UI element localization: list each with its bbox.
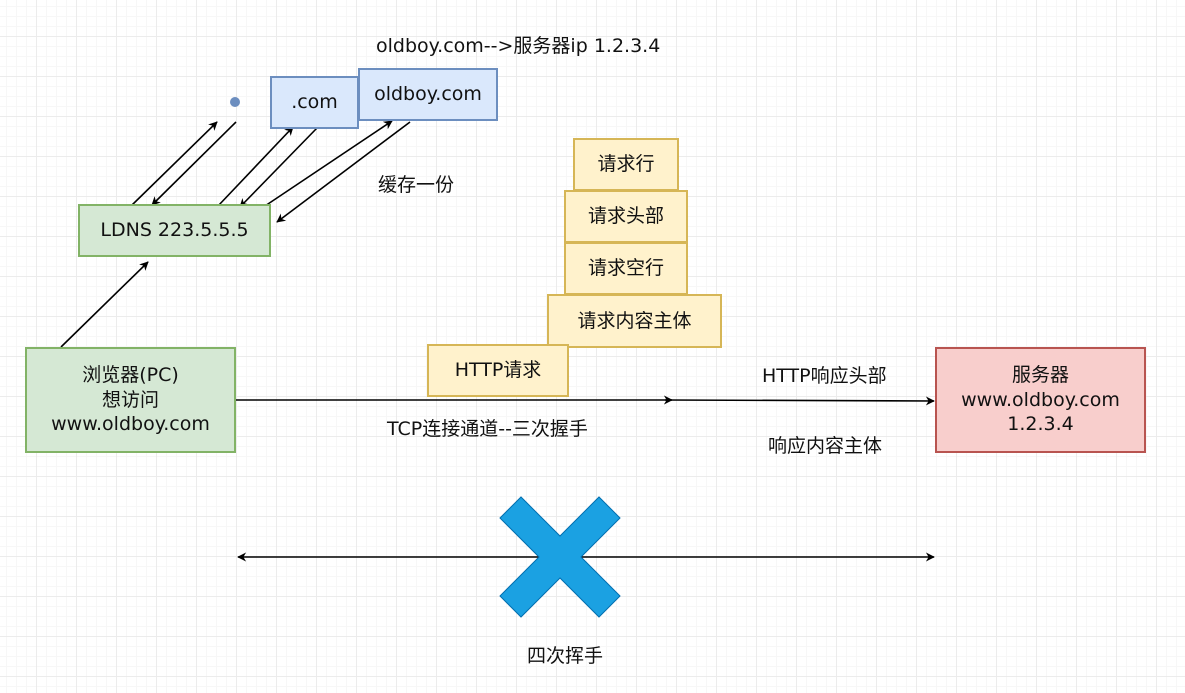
request-body-node: 请求内容主体 bbox=[547, 294, 722, 348]
root-dot bbox=[230, 97, 240, 107]
oldboy-label: oldboy.com bbox=[374, 83, 482, 106]
ldns-label: LDNS 223.5.5.5 bbox=[100, 219, 249, 242]
server-node: 服务器 www.oldboy.com 1.2.3.4 bbox=[935, 347, 1146, 453]
oldboy-node: oldboy.com bbox=[358, 68, 498, 121]
com-node: .com bbox=[270, 76, 359, 129]
browser-line1: 浏览器(PC) bbox=[82, 363, 179, 386]
x-mark-icon bbox=[499, 496, 621, 618]
response-body-label: 响应内容主体 bbox=[768, 435, 883, 457]
cache-label: 缓存一份 bbox=[378, 174, 455, 196]
request-line-node: 请求行 bbox=[573, 138, 679, 191]
http-request-label: HTTP请求 bbox=[454, 359, 542, 382]
dns-result-label: oldboy.com-->服务器ip 1.2.3.4 bbox=[376, 35, 661, 57]
request-header-node: 请求头部 bbox=[564, 190, 688, 243]
request-header-label: 请求头部 bbox=[587, 205, 664, 228]
browser-node: 浏览器(PC) 想访问 www.oldboy.com bbox=[25, 347, 236, 453]
arrow-com-to-ldns bbox=[239, 127, 318, 208]
server-line2: www.oldboy.com bbox=[961, 388, 1120, 411]
ldns-node: LDNS 223.5.5.5 bbox=[78, 204, 271, 257]
tcp-label: TCP连接通道--三次握手 bbox=[387, 418, 588, 440]
arrow-browser-to-ldns bbox=[60, 261, 149, 348]
browser-line2: 想访问 bbox=[101, 388, 159, 411]
arrow-ldns-to-com bbox=[217, 126, 294, 207]
com-label: .com bbox=[291, 91, 338, 114]
request-line-label: 请求行 bbox=[597, 153, 655, 176]
arrow-http-response bbox=[664, 396, 935, 406]
http-response-header-label: HTTP响应头部 bbox=[762, 365, 887, 387]
request-body-label: 请求内容主体 bbox=[577, 309, 692, 332]
server-line1: 服务器 bbox=[1011, 363, 1069, 386]
request-blank-node: 请求空行 bbox=[564, 242, 688, 295]
four-wave-label: 四次挥手 bbox=[527, 645, 604, 667]
arrow-ldns-to-root bbox=[130, 121, 218, 207]
arrow-ldns-to-oldboy bbox=[258, 120, 393, 211]
request-blank-label: 请求空行 bbox=[587, 257, 664, 280]
server-line3: 1.2.3.4 bbox=[1007, 413, 1074, 436]
http-request-node: HTTP请求 bbox=[427, 344, 569, 397]
browser-line3: www.oldboy.com bbox=[51, 413, 210, 436]
arrow-root-to-ldns bbox=[151, 121, 237, 206]
arrow-oldboy-to-ldns bbox=[276, 121, 411, 223]
